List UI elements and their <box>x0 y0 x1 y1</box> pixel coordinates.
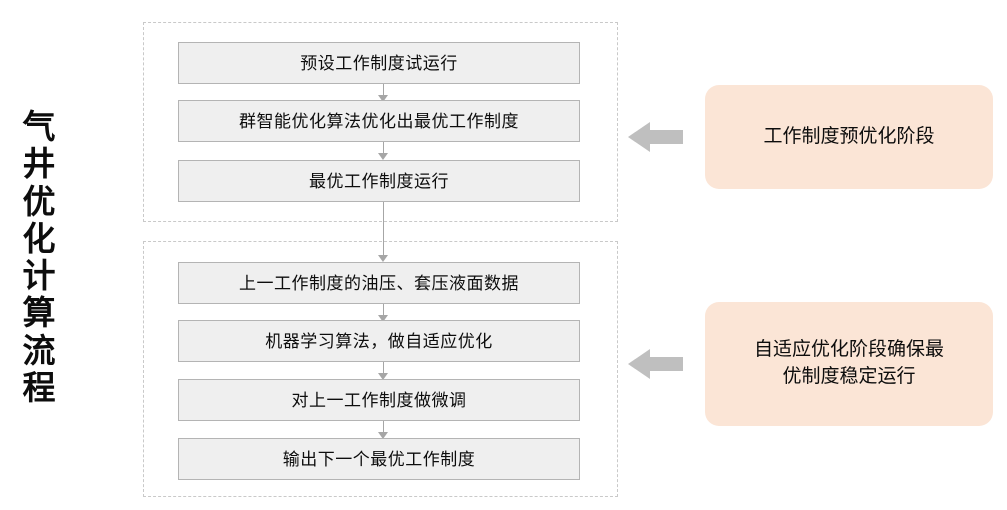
down-arrow-icon <box>378 84 389 102</box>
step-box[interactable]: 最优工作制度运行 <box>178 160 580 202</box>
down-arrow-icon <box>378 421 389 439</box>
left-arrow-icon <box>628 122 683 152</box>
step-box[interactable]: 对上一工作制度做微调 <box>178 379 580 421</box>
callout-adaptive-optimization[interactable]: 自适应优化阶段确保最 优制度稳定运行 <box>705 302 993 426</box>
step-box[interactable]: 预设工作制度试运行 <box>178 42 580 84</box>
down-arrow-icon <box>378 202 389 262</box>
callout-pre-optimization[interactable]: 工作制度预优化阶段 <box>705 85 993 189</box>
stage-group-pre-optimization <box>143 22 618 222</box>
step-box[interactable]: 机器学习算法，做自适应优化 <box>178 320 580 362</box>
down-arrow-icon <box>378 142 389 160</box>
step-box[interactable]: 输出下一个最优工作制度 <box>178 438 580 480</box>
left-arrow-icon <box>628 349 683 379</box>
step-box[interactable]: 群智能优化算法优化出最优工作制度 <box>178 100 580 142</box>
down-arrow-icon <box>378 304 389 322</box>
down-arrow-icon <box>378 362 389 380</box>
page-title-vertical: 气 井 优 化 计 算 流 程 <box>22 108 56 406</box>
stage-group-adaptive-optimization <box>143 241 618 497</box>
step-box[interactable]: 上一工作制度的油压、套压液面数据 <box>178 262 580 304</box>
